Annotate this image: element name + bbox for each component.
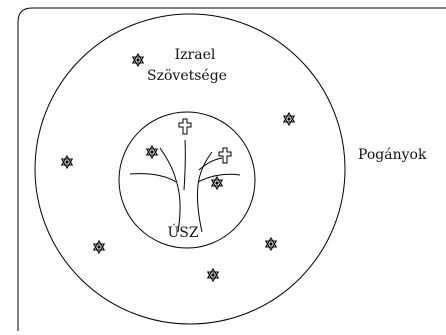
cross-icon — [179, 119, 191, 134]
tree-branch-center — [184, 140, 185, 190]
tree-branch-left — [130, 174, 176, 182]
outer-frame — [18, 8, 446, 331]
new-covenant-label: ÚSZ — [167, 223, 198, 241]
star-of-david-icon — [62, 156, 72, 168]
covenant-label-line2: Szövetsége — [147, 68, 227, 84]
cross-icon — [219, 148, 231, 163]
star-of-david-icon — [147, 146, 157, 158]
star-of-david-icon — [284, 113, 294, 125]
tree-trunk-left — [160, 148, 180, 232]
star-of-david-icon — [212, 177, 222, 189]
star-of-david-icon — [208, 269, 218, 281]
tree-trunk-right — [198, 152, 213, 232]
gentiles-label: Pogányok — [358, 147, 427, 163]
star-of-david-icon — [94, 241, 104, 253]
star-of-david-icon — [266, 238, 276, 250]
covenant-label-line1: Izrael — [175, 47, 216, 63]
star-of-david-icon — [133, 54, 143, 66]
